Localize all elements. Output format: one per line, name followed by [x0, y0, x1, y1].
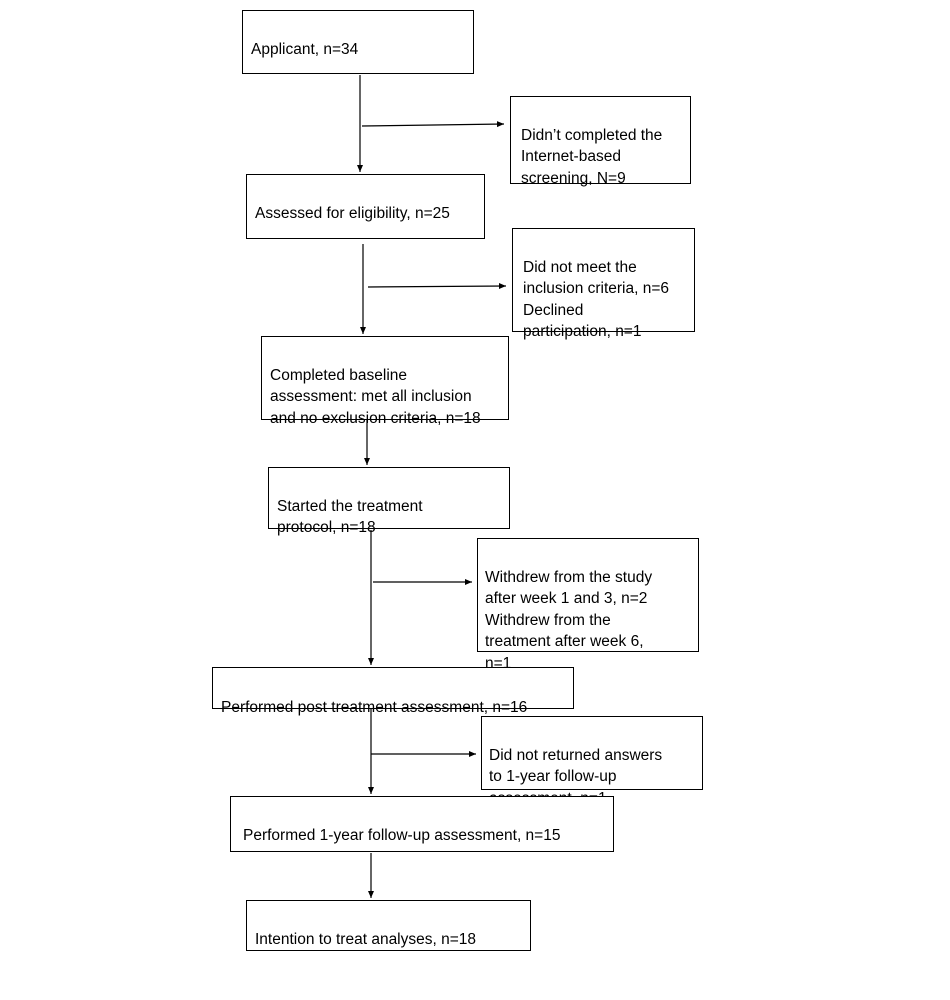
box-assessed-text: Assessed for eligibility, n=25 — [255, 204, 450, 222]
box-followup-text: Performed 1-year follow-up assessment, n… — [243, 826, 561, 844]
box-baseline: Completed baseline assessment: met all i… — [261, 336, 509, 427]
box-inclusion-exclusion: Did not meet the inclusion criteria, n=6… — [512, 228, 695, 340]
box-withdrew: Withdrew from the study after week 1 and… — [477, 538, 699, 672]
box-assessed: Assessed for eligibility, n=25 — [246, 174, 485, 239]
box-itt-text: Intention to treat analyses, n=18 — [255, 930, 477, 948]
arrow-to-inclusion-exclusion — [367, 283, 507, 290]
box-screening-exclusion-text: Didn’t completed the Internet-based scre… — [521, 126, 663, 187]
box-post-treatment: Performed post treatment assessment, n=1… — [212, 667, 574, 716]
box-post-treatment-text: Performed post treatment assessment, n=1… — [221, 698, 528, 716]
box-withdrew-text: Withdrew from the study after week 1 and… — [485, 568, 653, 672]
box-followup: Performed 1-year follow-up assessment, n… — [230, 796, 614, 852]
box-baseline-text: Completed baseline assessment: met all i… — [270, 366, 481, 427]
box-no-answer: Did not returned answers to 1-year follo… — [481, 716, 703, 807]
box-inclusion-exclusion-text: Did not meet the inclusion criteria, n=6… — [523, 258, 670, 341]
arrow-to-screening-exclusion — [361, 121, 505, 128]
box-applicant: Applicant, n=34 — [242, 10, 474, 74]
box-screening-exclusion: Didn’t completed the Internet-based scre… — [510, 96, 691, 187]
box-itt: Intention to treat analyses, n=18 — [246, 900, 531, 951]
box-started: Started the treatment protocol, n=18 — [268, 467, 510, 536]
box-applicant-text: Applicant, n=34 — [251, 40, 359, 58]
box-started-text: Started the treatment protocol, n=18 — [277, 497, 423, 537]
